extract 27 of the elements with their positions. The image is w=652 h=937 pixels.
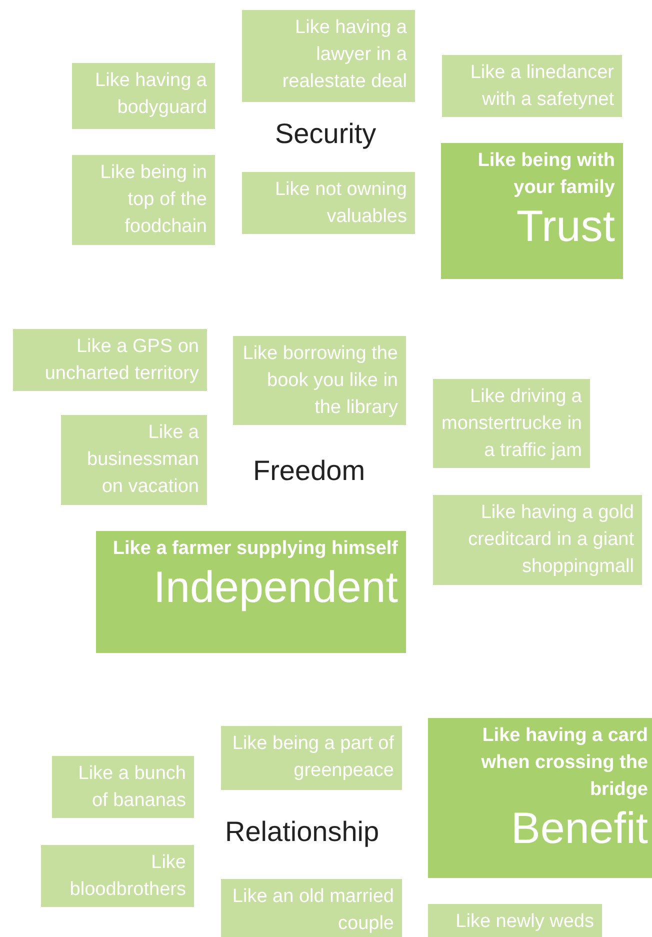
- note-card: Like not owning valuables: [242, 172, 415, 234]
- note-card: Like having a bodyguard: [72, 63, 215, 129]
- card-title: Benefit: [510, 803, 648, 855]
- note-card: Like having a lawyer in a realestate deal: [242, 10, 415, 102]
- card-subtitle: Like being with your family: [476, 149, 615, 200]
- note-card: Like bloodbrothers: [41, 845, 194, 907]
- note-card: Like borrowing the book you like in the library: [233, 336, 406, 425]
- note-card: Like a GPS on uncharted territory: [13, 329, 207, 391]
- note-card: Like a bunch of bananas: [52, 756, 194, 818]
- card-subtitle: Like a farmer supplying himself: [112, 537, 398, 561]
- note-card: Like newly weds: [428, 904, 602, 937]
- category-label: Security: [275, 118, 376, 150]
- card-title: Trust: [515, 201, 615, 253]
- note-card: Like an old married couple: [221, 879, 402, 937]
- note-card: Like a linedancer with a safetynet: [442, 55, 622, 117]
- category-label: Relationship: [225, 816, 380, 848]
- card-title: Independent: [152, 562, 398, 614]
- note-card: Like being a part of greenpeace: [221, 726, 402, 790]
- note-card: Like having a gold creditcard in a giant shoppingmall: [433, 495, 642, 585]
- highlight-card: [441, 143, 623, 279]
- highlight-card: [96, 531, 406, 653]
- highlight-card: [428, 718, 652, 878]
- note-card: Like driving a monstertrucke in a traffic jam: [433, 379, 590, 468]
- note-card: Like a businessman on vacation: [61, 415, 207, 505]
- note-card: Like being in top of the foodchain: [72, 155, 215, 245]
- card-subtitle: Like having a card when crossing the bridge: [480, 724, 648, 802]
- category-label: Freedom: [253, 455, 366, 487]
